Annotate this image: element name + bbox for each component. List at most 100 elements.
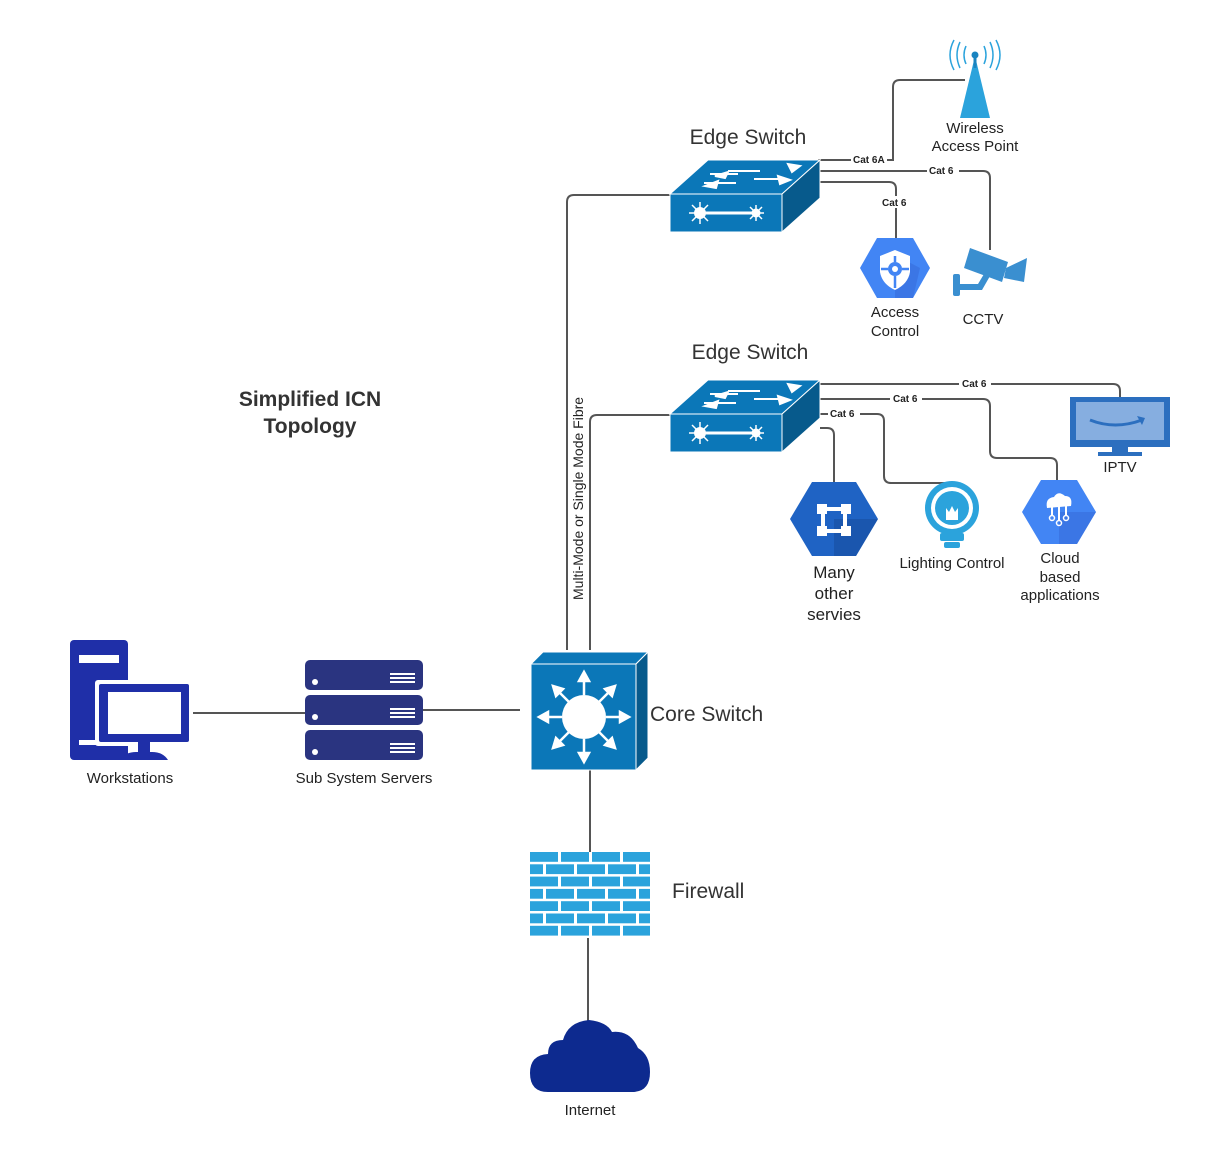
internet-label: Internet (565, 1102, 617, 1119)
switch-icon (668, 378, 822, 454)
iptv-label: IPTV (1103, 459, 1136, 476)
firewall-brick (608, 888, 636, 899)
cloud-based-applications[interactable]: Cloud based applications (1020, 480, 1100, 604)
cctv[interactable]: CCTV (953, 248, 1027, 328)
firewall-brick (530, 864, 543, 875)
firewall-brick (623, 852, 650, 862)
wap-label-line-1: Wireless (946, 120, 1004, 137)
cloud-icon (530, 1020, 650, 1092)
cable-label-cctv: Cat 6 (929, 166, 954, 177)
sub-system-servers[interactable]: Sub System Servers (296, 660, 433, 787)
switch-icon (668, 158, 822, 234)
cable-labels: Cat 6A Cat 6 Cat 6 Cat 6 Cat 6 Cat 6 (828, 153, 991, 420)
firewall-brick (530, 876, 558, 887)
core-switch-label: Core Switch (650, 703, 763, 726)
firewall-brick (623, 876, 650, 887)
diagram-title-line-2: Topology (264, 415, 357, 438)
network-hub-icon (790, 482, 878, 556)
cloud-apps-label-line-2: based (1040, 569, 1081, 586)
tv-icon (1070, 397, 1170, 456)
link-iptv (818, 383, 1121, 398)
firewall[interactable]: Firewall (530, 852, 744, 936)
firewall-brick (530, 913, 543, 924)
server-rack-icon (305, 660, 423, 760)
fibre-link-edge-switch-1 (566, 194, 672, 650)
cloud-iot-icon (1022, 480, 1096, 544)
desktop-computer-icon (70, 640, 193, 760)
internet[interactable]: Internet (530, 1020, 650, 1119)
cable-label-iptv: Cat 6 (962, 379, 987, 390)
lighting-control-label: Lighting Control (899, 555, 1004, 572)
access-control[interactable]: Access Control (860, 238, 930, 340)
workstations[interactable]: Workstations (70, 640, 193, 787)
wireless-access-point[interactable]: Wireless Access Point (932, 39, 1020, 155)
firewall-brick (592, 925, 620, 936)
firewall-brick (561, 901, 589, 911)
firewall-brick (530, 888, 543, 899)
core-switch-icon (529, 650, 650, 772)
cable-label-lighting: Cat 6 (830, 409, 855, 420)
lighting-control[interactable]: Lighting Control (899, 481, 1005, 572)
firewall-brick (530, 925, 558, 936)
link-cloud (818, 398, 1058, 482)
edge-switch-1-label: Edge Switch (690, 126, 807, 149)
connections (188, 79, 1121, 1025)
cable-label-cloud: Cat 6 (893, 394, 918, 405)
link-cctv (818, 170, 991, 250)
firewall-brick (530, 901, 558, 911)
link-wap (818, 79, 965, 161)
firewall-brick (561, 925, 589, 936)
many-other-label-line-2: other (815, 584, 854, 603)
firewall-brick (639, 864, 650, 875)
access-control-label-line-1: Access (871, 304, 919, 321)
firewall-brick (639, 913, 650, 924)
firewall-brick (561, 852, 589, 862)
cable-label-access-control: Cat 6 (882, 198, 907, 209)
edge-switch-2-label: Edge Switch (692, 341, 809, 364)
workstations-label: Workstations (87, 770, 173, 787)
firewall-brick (577, 888, 605, 899)
firewall-brick (546, 913, 574, 924)
firewall-brick (639, 888, 650, 899)
fibre-label: Multi-Mode or Single Mode Fibre (570, 397, 586, 600)
iptv[interactable]: IPTV (1070, 397, 1170, 476)
fibre-link-edge-switch-2 (589, 414, 672, 650)
firewall-brick (592, 876, 620, 887)
servers-label: Sub System Servers (296, 770, 433, 787)
core-switch[interactable]: Core Switch (529, 650, 763, 772)
link-access-control (818, 181, 897, 238)
many-other-services[interactable]: Many other servies (790, 482, 878, 624)
firewall-brick (608, 864, 636, 875)
cloud-apps-label-line-1: Cloud (1040, 550, 1079, 567)
many-other-label-line-1: Many (813, 563, 855, 582)
firewall-brick (577, 913, 605, 924)
diagram-title-line-1: Simplified ICN (239, 388, 381, 411)
light-bulb-icon (925, 481, 979, 548)
firewall-brick (623, 925, 650, 936)
cctv-label: CCTV (963, 311, 1004, 328)
antenna-icon (949, 39, 1001, 118)
link-many-other (820, 427, 835, 484)
firewall-brick (577, 864, 605, 875)
shield-icon (860, 238, 930, 298)
wap-label-line-2: Access Point (932, 138, 1020, 155)
firewall-brick (561, 876, 589, 887)
edge-switch-2[interactable]: Edge Switch (668, 341, 822, 454)
firewall-brick (608, 913, 636, 924)
cable-label-wap: Cat 6A (853, 155, 885, 166)
firewall-brick (546, 864, 574, 875)
many-other-label-line-3: servies (807, 605, 861, 624)
firewall-brick (530, 852, 558, 862)
firewall-label: Firewall (672, 880, 744, 903)
firewall-brick (592, 852, 620, 862)
link-lighting (820, 413, 945, 484)
firewall-brick (546, 888, 574, 899)
firewall-brick (623, 901, 650, 911)
firewall-brick (592, 901, 620, 911)
access-control-label-line-2: Control (871, 323, 919, 340)
cloud-apps-label-line-3: applications (1020, 587, 1099, 604)
camera-icon (953, 248, 1027, 296)
brick-wall-icon (530, 852, 650, 936)
edge-switch-1[interactable]: Edge Switch (668, 126, 822, 234)
